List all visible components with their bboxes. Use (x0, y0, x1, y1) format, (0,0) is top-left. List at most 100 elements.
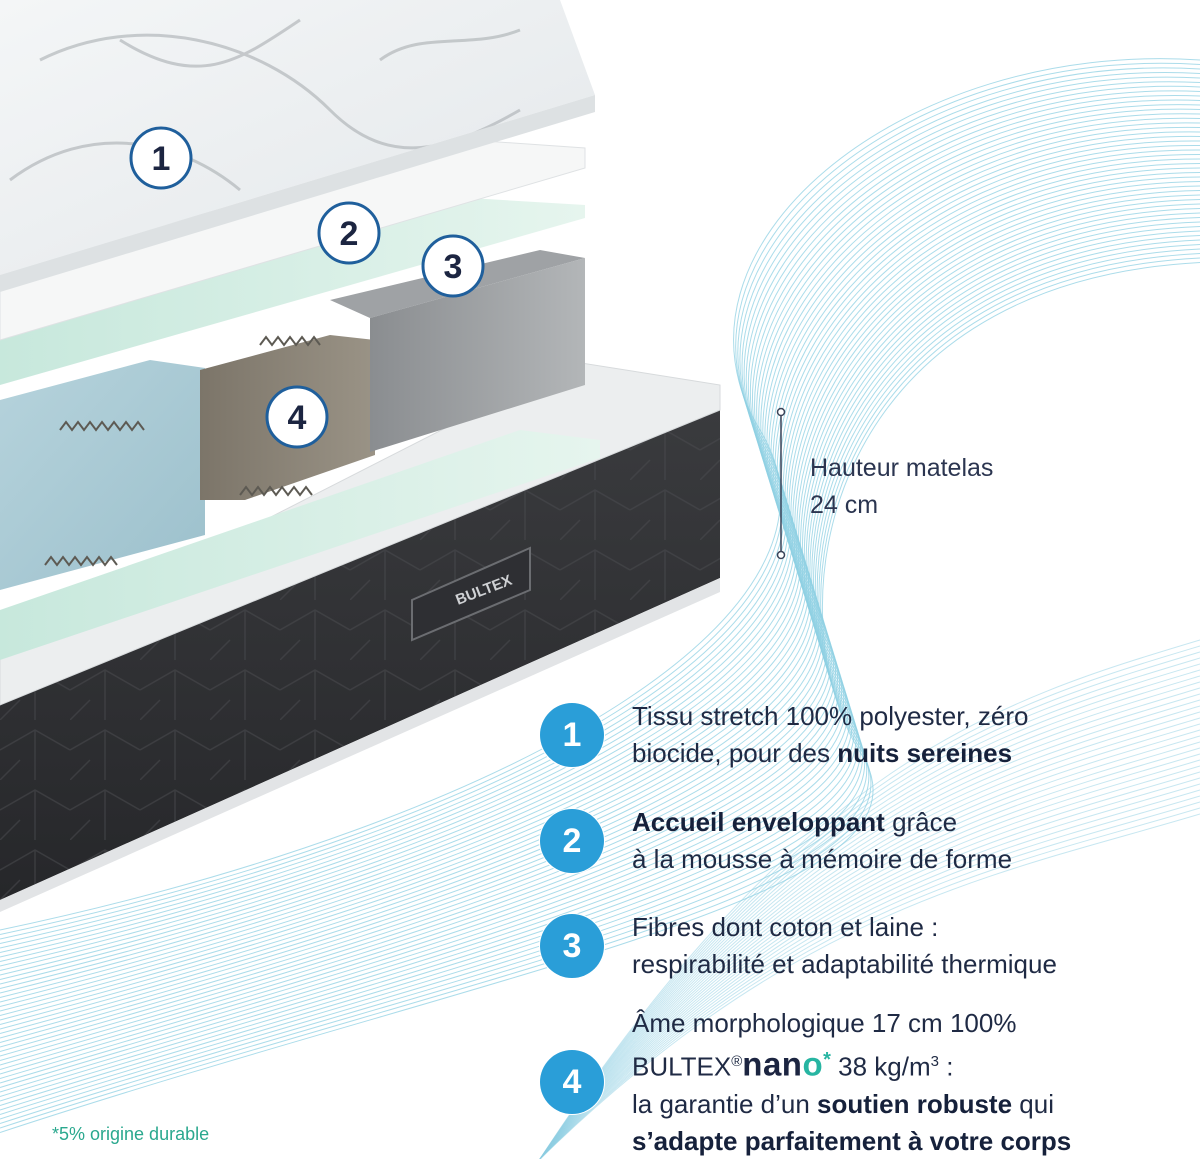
wave-line (539, 723, 1200, 1159)
wave-line (539, 657, 1200, 1159)
wave-line (539, 669, 1200, 1159)
wave-line (539, 747, 1200, 1159)
feature-2-text: Accueil enveloppant grâce à la mousse à … (632, 804, 1012, 878)
mattress-base-quilting (0, 405, 720, 900)
layer-1-edge (0, 95, 595, 292)
feature-1-highlight: nuits sereines (837, 738, 1013, 768)
core-teeth (44, 335, 321, 567)
feature-4-line1: Âme morphologique 17 cm 100% (632, 1008, 1017, 1038)
wave-line (539, 795, 1200, 1159)
height-label: Hauteur matelas 24 cm (810, 450, 993, 524)
feature-4-line3-end: qui (1012, 1088, 1054, 1119)
wave-line (0, 212, 1200, 1084)
mattress-base-piping (0, 578, 720, 912)
wave-line (539, 765, 1200, 1159)
wave-line (539, 753, 1200, 1159)
wave-line (539, 681, 1200, 1159)
wave-line (539, 687, 1200, 1159)
wave-line (0, 257, 1200, 1129)
svg-text:1: 1 (152, 140, 171, 178)
layer-inner-green (0, 430, 600, 660)
feature-4-highlight-1: soutien robuste (817, 1088, 1013, 1119)
feature-2: 2 Accueil enveloppant grâce à la mousse … (540, 804, 1180, 878)
feature-1: 1 Tissu stretch 100% polyester, zéro bio… (540, 698, 1180, 772)
svg-text:4: 4 (288, 399, 307, 437)
wave-line (539, 675, 1200, 1159)
wave-line (0, 226, 1200, 1097)
marker-3: 3 (421, 234, 485, 298)
feature-1-line1: Tissu stretch 100% polyester, zéro (632, 701, 1029, 731)
wave-line (0, 221, 1200, 1093)
feature-1-badge: 1 (540, 703, 604, 767)
feature-1-line2: biocide, pour des nuits sereines (632, 735, 1028, 772)
wave-line (539, 699, 1200, 1159)
marker-4: 4 (265, 385, 329, 449)
marker-1: 1 (129, 126, 193, 190)
wave-line (0, 262, 1200, 1133)
wave-line (0, 217, 1200, 1088)
wave-line (0, 176, 1200, 1048)
feature-2-line1-text: grâce (884, 807, 958, 837)
feature-4-line2: BULTEX®nano* 38 kg/m3 : (632, 1042, 1071, 1086)
feature-4-registered: ® (731, 1053, 743, 1070)
feature-4-badge: 4 (540, 1050, 604, 1115)
feature-4-text: Âme morphologique 17 cm 100% BULTEX®nano… (632, 1005, 1071, 1160)
wave-line (0, 239, 1200, 1111)
feature-2-highlight: Accueil enveloppant (632, 807, 885, 837)
wave-line (539, 705, 1200, 1159)
wave-line (0, 208, 1200, 1079)
nano-wordmark-o: o (802, 1045, 824, 1083)
wave-line (539, 783, 1200, 1159)
wave-line (539, 807, 1200, 1159)
height-label-line1: Hauteur matelas (810, 454, 994, 482)
wave-line (539, 711, 1200, 1159)
nano-wordmark-a: nan (742, 1045, 803, 1083)
wave-line (0, 235, 1200, 1106)
wave-line (539, 801, 1200, 1159)
layer-1-top-fabric (0, 0, 595, 275)
feature-4-density: 38 kg/m (830, 1051, 931, 1082)
feature-4: 4 Âme morphologique 17 cm 100% BULTEX®na… (540, 1005, 1180, 1160)
footnote: *5% origine durable (52, 1124, 210, 1144)
wave-line (0, 248, 1200, 1120)
feature-1-line2-text: biocide, pour des (632, 738, 838, 768)
height-label-line2: 24 cm (810, 491, 879, 519)
wave-line (539, 651, 1200, 1159)
wave-line (539, 735, 1200, 1159)
wave-line (0, 199, 1200, 1070)
wave-lines-decoration (0, 58, 1200, 1159)
wave-line (539, 639, 1200, 1159)
wave-line (0, 253, 1200, 1124)
wave-line (0, 194, 1200, 1066)
feature-1-text: Tissu stretch 100% polyester, zéro bioci… (632, 698, 1028, 772)
wave-line (539, 693, 1200, 1159)
feature-2-line2: à la mousse à mémoire de forme (632, 844, 1013, 874)
feature-3-line1: Fibres dont coton et laine : (632, 912, 939, 942)
svg-text:3: 3 (444, 248, 463, 286)
wave-line (539, 759, 1200, 1159)
wave-line (0, 230, 1200, 1102)
feature-4-highlight-2: s’adapte parfaitement à votre corps (632, 1125, 1072, 1156)
wave-line (539, 771, 1200, 1159)
wave-line (539, 717, 1200, 1159)
marker-2: 2 (317, 201, 381, 265)
wave-line (539, 777, 1200, 1159)
nano-wordmark: nano (742, 1046, 823, 1083)
top-fabric-pattern (9, 18, 521, 192)
wave-line (539, 741, 1200, 1159)
height-dimension-line (776, 407, 786, 560)
wave-line (539, 789, 1200, 1159)
wave-line (0, 181, 1200, 1052)
wave-line (539, 663, 1200, 1159)
feature-3-text: Fibres dont coton et laine : respirabili… (632, 909, 1057, 983)
feature-4-star: * (823, 1049, 831, 1071)
wave-line (539, 729, 1200, 1159)
core-block-blue (0, 360, 205, 590)
svg-text:2: 2 (340, 215, 359, 253)
feature-4-brand: BULTEX (632, 1051, 732, 1082)
feature-4-cube: 3 (930, 1053, 939, 1070)
wave-line (539, 645, 1200, 1159)
feature-3-line2: respirabilité et adaptabilité thermique (632, 949, 1057, 979)
wave-line (0, 244, 1200, 1115)
